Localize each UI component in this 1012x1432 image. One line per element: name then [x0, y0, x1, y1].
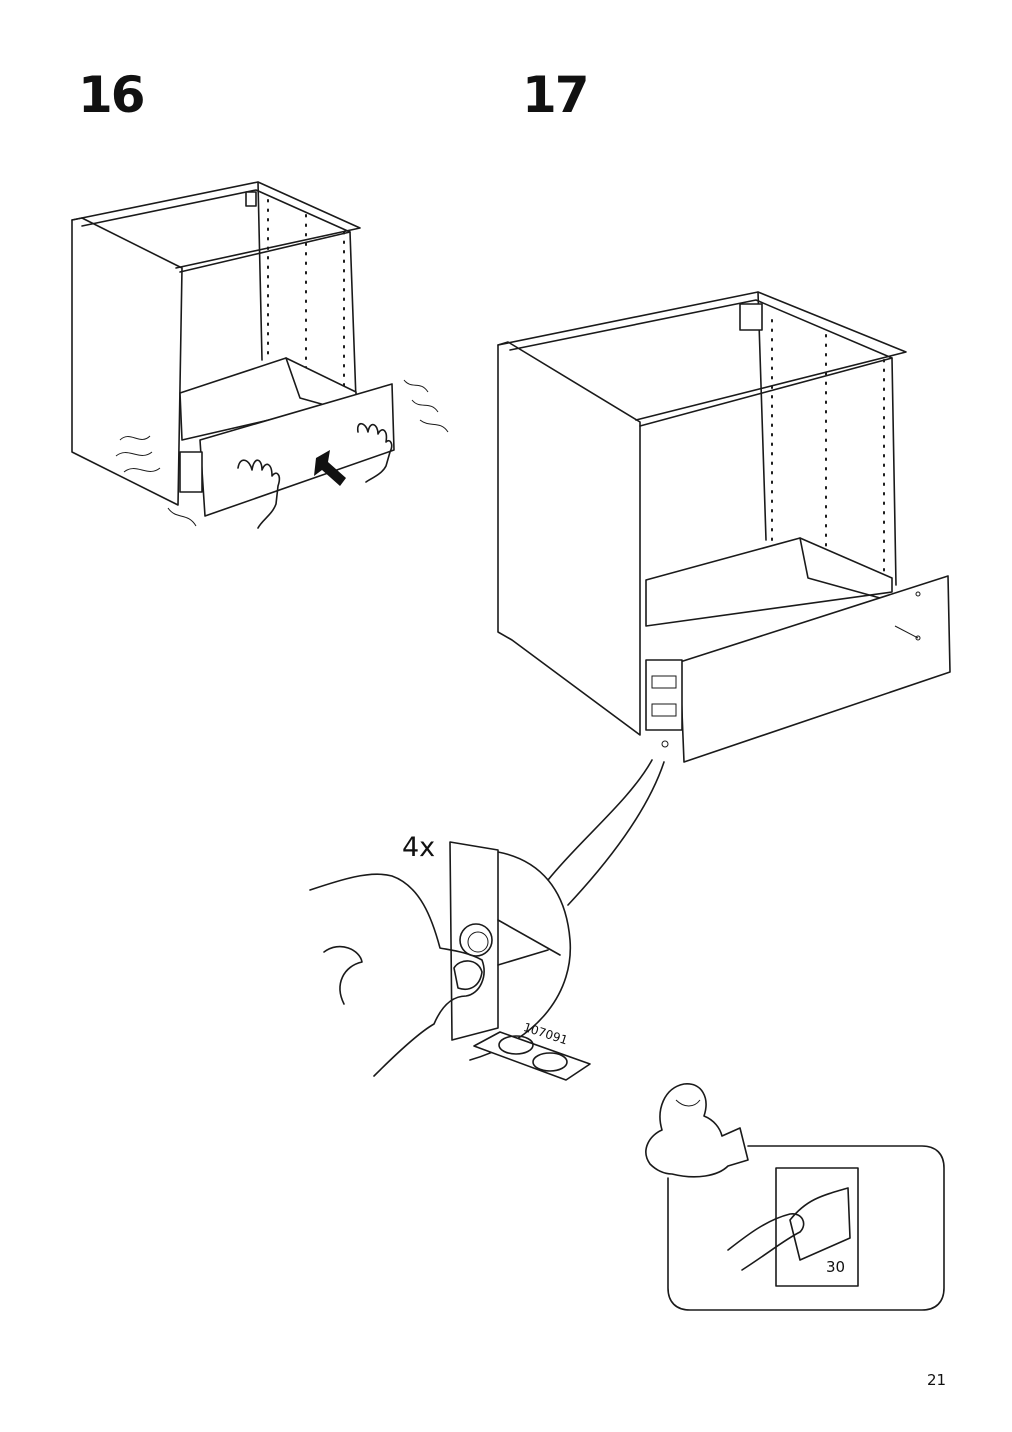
step-number-16: 16	[78, 66, 146, 124]
reading-man-icon	[645, 1083, 749, 1178]
step17-cabinet-illustration	[497, 291, 951, 763]
zoom-callout	[309, 759, 665, 1081]
page-number: 21	[927, 1371, 947, 1389]
reference-page-number: 30	[826, 1258, 846, 1276]
quantity-label: 4x	[402, 832, 436, 863]
step-number-17: 17	[522, 66, 590, 124]
step16-cabinet-illustration	[71, 181, 449, 529]
reference-box	[645, 1083, 945, 1311]
